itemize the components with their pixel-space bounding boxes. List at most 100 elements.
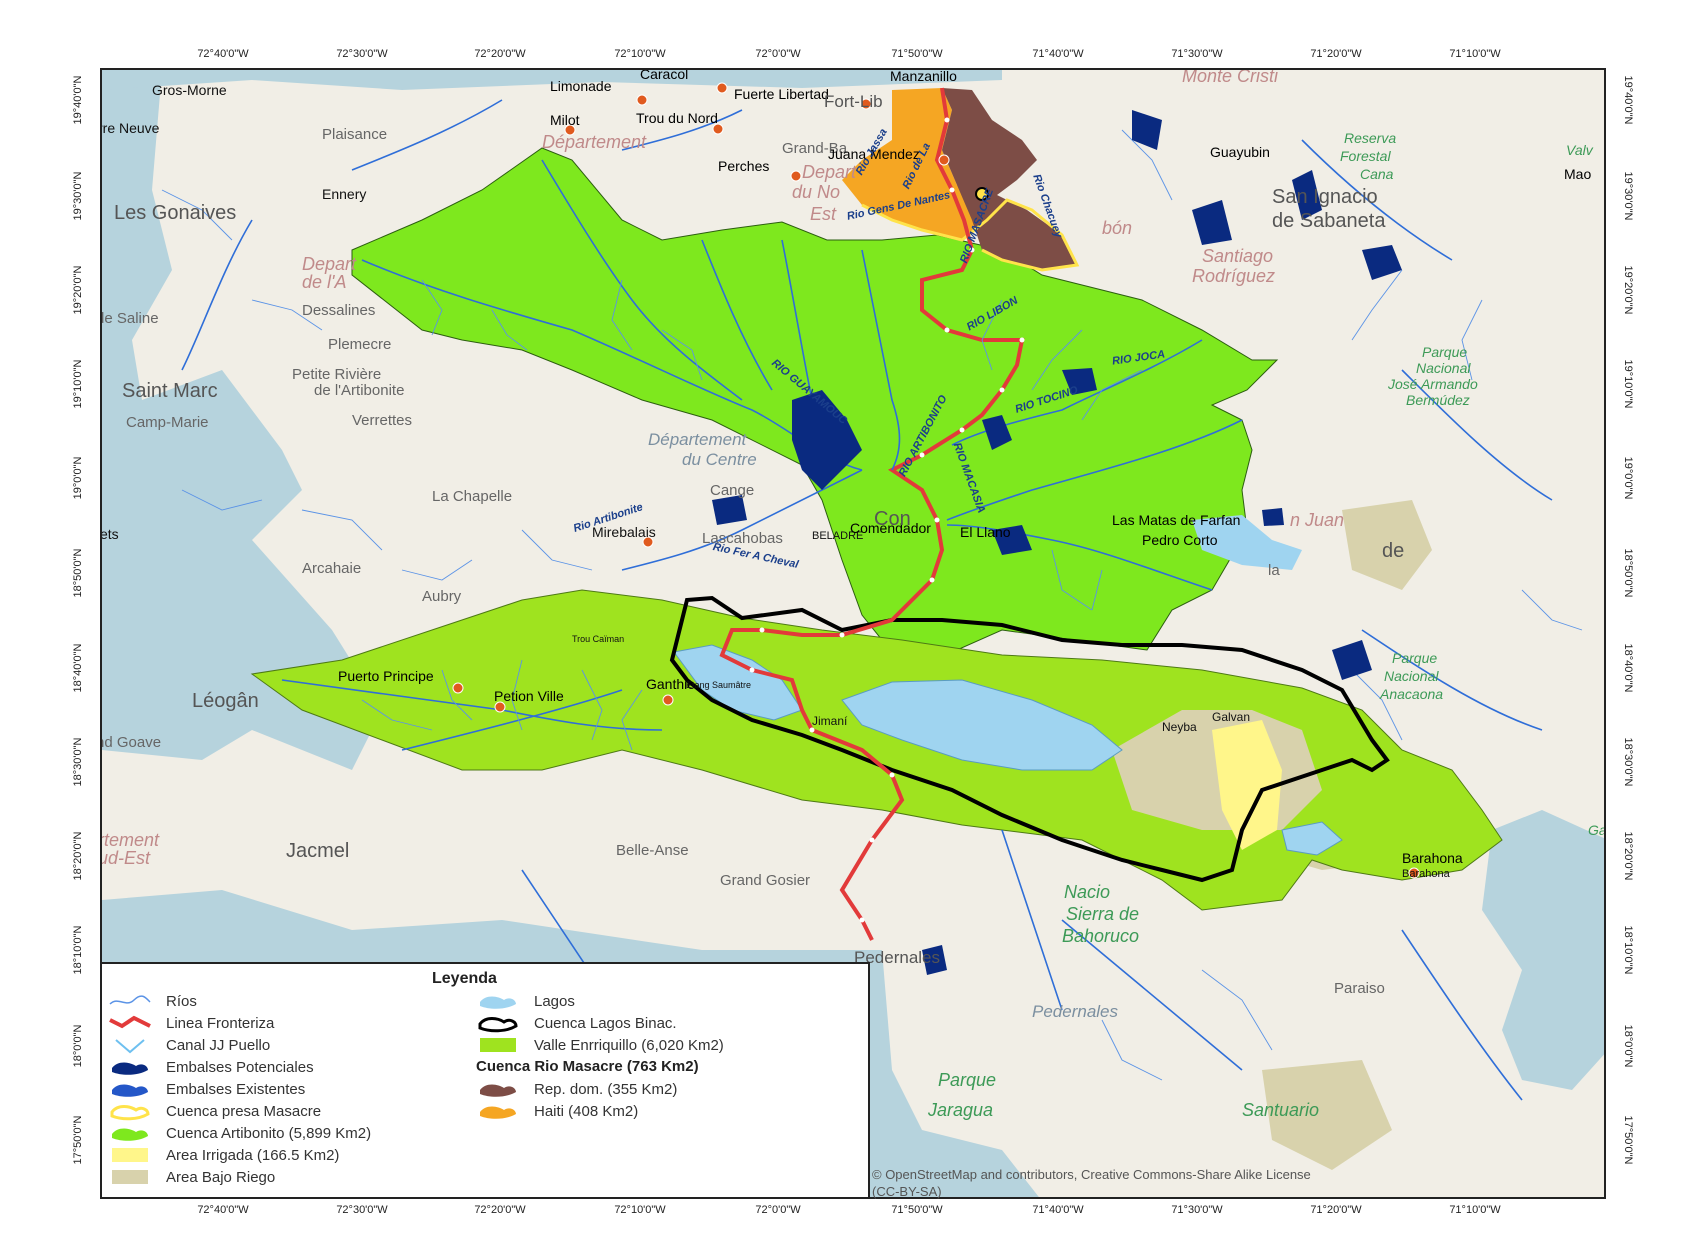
place-label: Caracol xyxy=(640,68,689,82)
park-label: Nacional xyxy=(1384,668,1439,684)
legend-label: Rep. dom. (355 Km2) xyxy=(534,1080,678,1098)
lake-enriquillo[interactable] xyxy=(841,679,1123,771)
park-label: José Armando xyxy=(1388,376,1478,392)
legend-item-masacre-haiti: Haiti (408 Km2) xyxy=(476,1100,638,1122)
latitude-tick-label: 18°20'0"N xyxy=(72,831,84,881)
longitude-tick-label: 71°10'0"W xyxy=(1449,48,1501,60)
latitude-tick-label: 18°20'0"N xyxy=(1622,831,1634,881)
park-label: Nacio xyxy=(1064,882,1111,902)
longitude-tick-label: 72°30'0"W xyxy=(336,1204,388,1216)
place-label: de l'Artibonite xyxy=(314,382,405,399)
place-label: Jimaní xyxy=(812,714,848,728)
place-label: Cange xyxy=(710,482,755,499)
park-label: Cana xyxy=(1360,166,1394,182)
region-label: du No xyxy=(792,182,841,202)
place-label: rre Neuve xyxy=(100,120,160,136)
place-label: Trou Caïman xyxy=(572,634,625,644)
longitude-tick-label: 71°50'0"W xyxy=(891,48,943,60)
place-label: Limonade xyxy=(550,78,612,94)
legend-label: Canal JJ Puello xyxy=(166,1036,271,1054)
legend-item-enriquillo-valley: Valle Enrriquillo (6,020 Km2) xyxy=(476,1034,724,1056)
place-label: Petite Rivière xyxy=(292,366,382,383)
place-label: Con xyxy=(874,508,911,530)
legend-item-masacre-rd: Rep. dom. (355 Km2) xyxy=(476,1078,677,1100)
latitude-tick-label: 19°30'0"N xyxy=(72,171,84,221)
binational-basin-icon xyxy=(478,1017,518,1033)
region-label: Pedernales xyxy=(1032,1002,1119,1021)
region-label: Rodríguez xyxy=(1192,266,1276,286)
potential-reservoir-icon xyxy=(112,1062,148,1075)
region-label: Département xyxy=(542,132,647,152)
latitude-tick-label: 19°10'0"N xyxy=(72,359,84,409)
latitude-tick-label: 18°30'0"N xyxy=(1622,737,1634,787)
legend-item-under-irrigation: Area Bajo Riego xyxy=(108,1166,275,1188)
reservoirs xyxy=(712,110,1402,975)
place-label: ets xyxy=(100,526,119,542)
legend-item-artibonito-basin: Cuenca Artibonito (5,899 Km2) xyxy=(108,1122,371,1144)
lake-sabana-yegua[interactable] xyxy=(1192,515,1302,570)
existing-reservoir-icon xyxy=(112,1084,148,1097)
place-label: Les Gonaives xyxy=(114,202,237,224)
region-label: de l'A xyxy=(302,272,347,292)
legend-item-border: Linea Fronteriza xyxy=(108,1012,274,1034)
legend-label: Embalses Potenciales xyxy=(166,1058,314,1076)
place-label: Neyba xyxy=(1162,720,1197,734)
masacre-dam-basin[interactable] xyxy=(861,198,1080,272)
latitude-tick-label: 17°50'0"N xyxy=(72,1115,84,1165)
masacre-dominican-part[interactable] xyxy=(942,88,1077,270)
region-label: ud-Est xyxy=(100,848,151,868)
legend-item-existing-reservoirs: Embalses Existentes xyxy=(108,1078,305,1100)
legend-label: Area Irrigada (166.5 Km2) xyxy=(166,1146,340,1164)
park-label: Parque xyxy=(938,1070,997,1090)
artibonito-basin-icon xyxy=(112,1128,148,1141)
region-label: Département xyxy=(648,430,747,449)
legend-heading-masacre: Cuenca Rio Masacre (763 Km2) xyxy=(476,1058,699,1075)
place-label: La Chapelle xyxy=(432,488,513,505)
latitude-tick-label: 19°40'0"N xyxy=(1622,75,1634,125)
longitude-tick-label: 71°30'0"W xyxy=(1171,1204,1223,1216)
place-label: Lascahobas xyxy=(702,530,783,547)
latitude-tick-label: 18°40'0"N xyxy=(1622,643,1634,693)
lake-rincon[interactable] xyxy=(1281,821,1343,856)
park-label: Bermúdez xyxy=(1406,392,1470,408)
under-irrigation-area xyxy=(1262,1060,1392,1170)
place-label: Comendador xyxy=(850,520,931,536)
longitude-tick-label: 71°40'0"W xyxy=(1032,1204,1084,1216)
attribution-line: (CC-BY-SA) xyxy=(872,1184,942,1199)
place-label: Petion Ville xyxy=(494,688,564,704)
legend-item-rivers: Ríos xyxy=(108,990,197,1012)
binational-lakes-basin[interactable] xyxy=(669,595,1390,883)
place-label: Ganthie xyxy=(646,676,696,692)
irrigated-area[interactable] xyxy=(1212,720,1282,850)
latitude-tick-label: 17°50'0"N xyxy=(1622,1115,1634,1165)
latitude-tick-label: 19°0'0"N xyxy=(1622,456,1634,500)
place-label: Gros-Morne xyxy=(152,82,227,98)
legend-label: Haiti (408 Km2) xyxy=(534,1102,639,1120)
place-label: Jacmel xyxy=(286,840,350,862)
region-label: Santiago xyxy=(1202,246,1274,266)
legend-title: Leyenda xyxy=(432,970,497,987)
map-attribution: © OpenStreetMap and contributors, Creati… xyxy=(872,1166,1311,1200)
latitude-tick-label: 18°30'0"N xyxy=(72,737,84,787)
park-label: Nacional xyxy=(1416,360,1471,376)
place-label: Perches xyxy=(718,158,770,174)
longitude-tick-label: 71°10'0"W xyxy=(1449,1204,1501,1216)
masacre-dam-marker[interactable] xyxy=(975,187,989,201)
longitude-tick-label: 72°30'0"W xyxy=(336,48,388,60)
masacre-dam-basin-icon xyxy=(110,1105,150,1121)
place-label: Galvan xyxy=(1212,710,1251,724)
legend-label: Cuenca Artibonito (5,899 Km2) xyxy=(166,1124,372,1142)
place-label: Paraiso xyxy=(1334,980,1385,997)
place-label: San Ignacio xyxy=(1272,186,1378,208)
place-label: Barahona xyxy=(1402,868,1450,880)
place-label: Fuerte Libertad xyxy=(734,86,829,102)
place-label: de Saline xyxy=(100,310,159,327)
legend-label: Cuenca presa Masacre xyxy=(166,1102,322,1120)
border-markers xyxy=(749,117,1025,923)
masacre-haiti-part[interactable] xyxy=(842,88,987,240)
latitude-tick-label: 18°40'0"N xyxy=(72,643,84,693)
latitude-tick-label: 19°20'0"N xyxy=(72,265,84,315)
legend-label: Ríos xyxy=(166,992,197,1010)
park-label: Jaragua xyxy=(928,1100,994,1120)
legend-label: Lagos xyxy=(534,992,575,1010)
